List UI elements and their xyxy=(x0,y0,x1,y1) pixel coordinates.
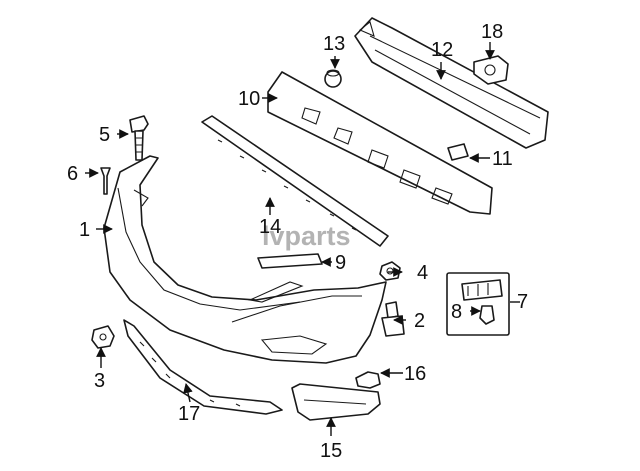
callout-11: 11 xyxy=(492,148,513,170)
bolt-part xyxy=(129,115,149,161)
callout-5: 5 xyxy=(99,124,110,146)
callout-15: 15 xyxy=(320,440,342,462)
bolt-16-part xyxy=(355,371,381,389)
callout-1: 1 xyxy=(79,219,90,241)
callout-labels: 1 2 3 4 5 6 7 8 9 10 11 12 13 14 15 16 1… xyxy=(67,21,528,462)
callout-2: 2 xyxy=(414,310,425,332)
bolt-2-part xyxy=(381,301,405,337)
callout-12: 12 xyxy=(431,39,453,61)
callout-10: 10 xyxy=(238,88,260,110)
energy-absorber-part xyxy=(267,71,493,215)
upper-retainer-part xyxy=(201,115,389,247)
leader-lines xyxy=(85,42,520,436)
callout-18: 18 xyxy=(481,21,503,43)
callout-14: 14 xyxy=(259,216,281,238)
pad-part xyxy=(447,143,469,161)
bracket-part xyxy=(257,253,323,269)
impact-bar-part xyxy=(354,17,549,149)
callout-6: 6 xyxy=(67,163,78,185)
lower-trim-part xyxy=(123,319,283,415)
push-clip-part xyxy=(100,167,111,195)
callout-4: 4 xyxy=(417,262,428,284)
callout-17: 17 xyxy=(178,403,200,425)
callout-8: 8 xyxy=(451,301,462,323)
callout-9: 9 xyxy=(335,252,346,274)
fog-lamp-bezel-part xyxy=(291,383,381,421)
bumper-cover-part xyxy=(103,155,387,364)
clip-kit-part xyxy=(446,272,510,336)
callout-13: 13 xyxy=(323,33,345,55)
stopper-part xyxy=(324,69,342,88)
screw-part xyxy=(91,325,115,349)
bolt-clip-part xyxy=(473,55,509,85)
nut-part xyxy=(379,261,401,281)
callout-16: 16 xyxy=(404,363,426,385)
watermark: lvparts xyxy=(262,221,351,251)
callout-7: 7 xyxy=(517,291,528,313)
callout-3: 3 xyxy=(94,370,105,392)
